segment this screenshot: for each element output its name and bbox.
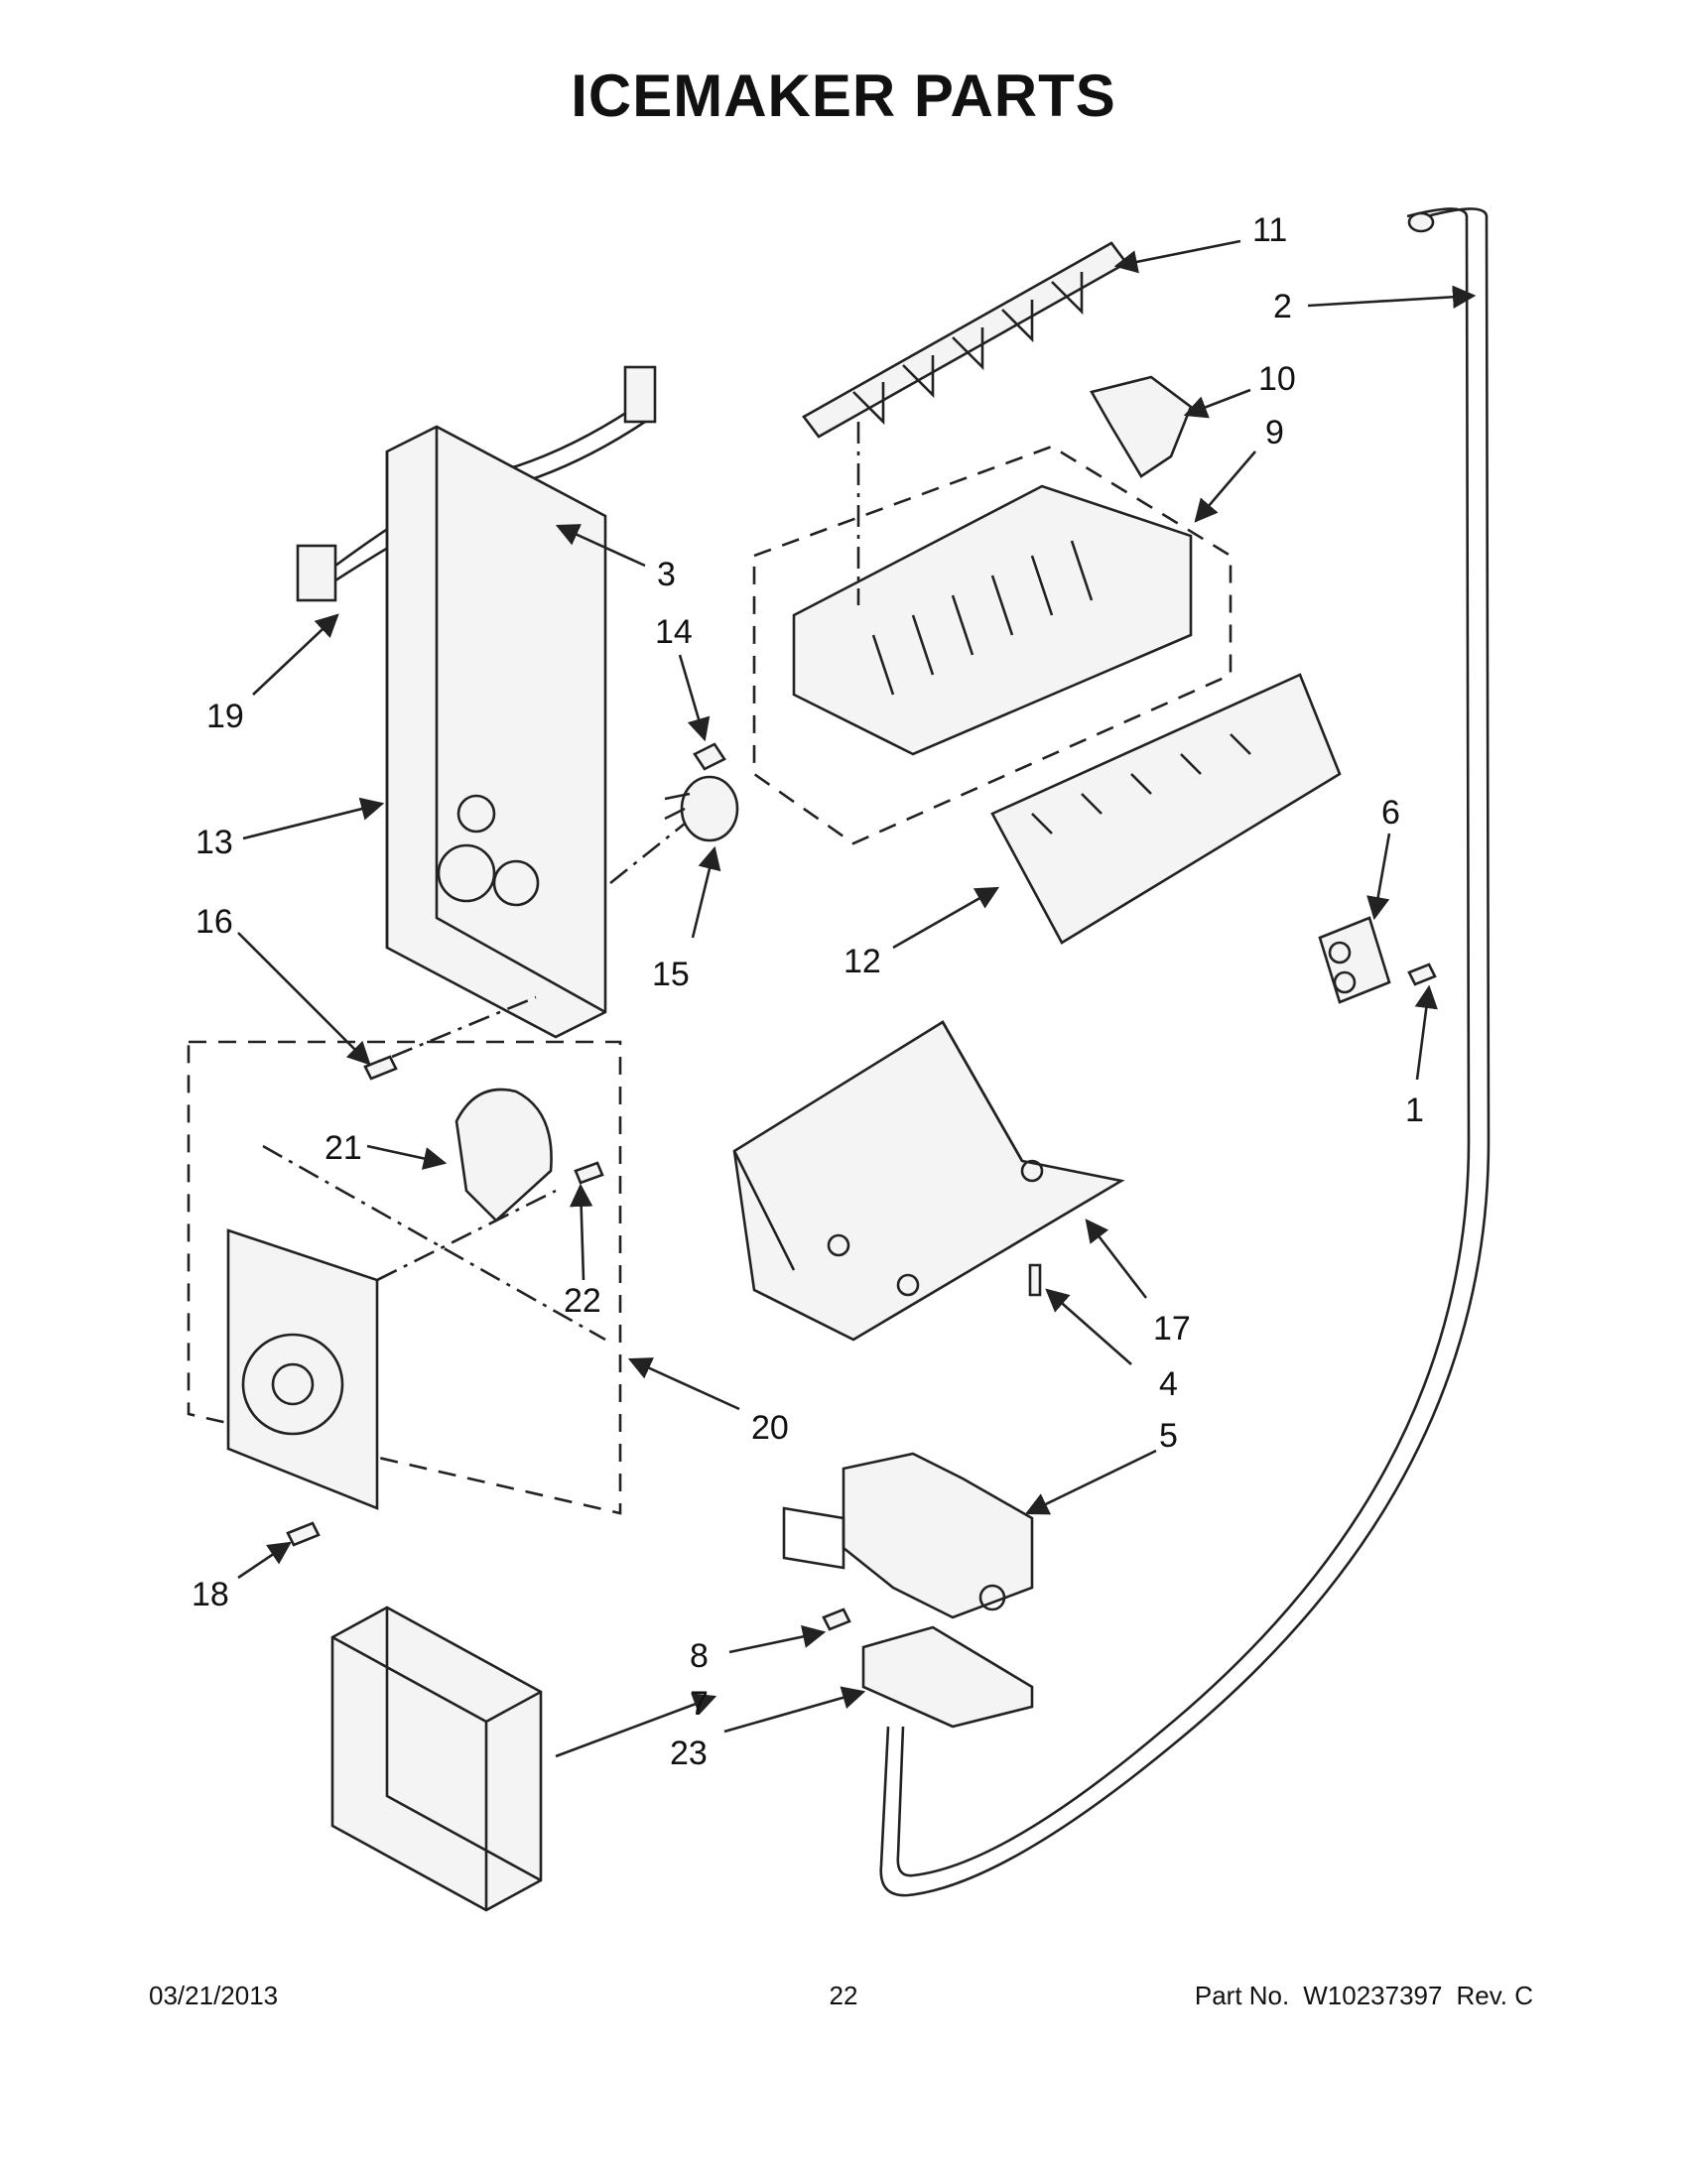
callout-1: 1 (1405, 1092, 1424, 1129)
ejector-part (802, 241, 1128, 439)
callout-21: 21 (324, 1129, 362, 1167)
callout-17: 17 (1153, 1310, 1191, 1348)
callout-10: 10 (1258, 360, 1296, 398)
callout-3: 3 (657, 556, 676, 593)
cover-part (990, 673, 1342, 945)
screw-4-part (1028, 1263, 1042, 1297)
bin-cover-part (330, 1606, 543, 1912)
callout-15: 15 (652, 956, 690, 993)
footer-date: 03/21/2013 (149, 1981, 279, 2010)
screw-18-part (286, 1521, 321, 1547)
module-housing-part (385, 425, 607, 1039)
footer-page-number: 22 (829, 1981, 858, 2010)
callout-2: 2 (1273, 288, 1292, 325)
footer-part-info: Part No. W10237397 Rev. C (1195, 1981, 1533, 2011)
callout-16: 16 (195, 903, 233, 941)
callout-12: 12 (844, 943, 881, 980)
water-valve-part (782, 1452, 1034, 1619)
screw-1-part (1407, 963, 1437, 986)
callout-14: 14 (655, 613, 693, 651)
callout-labels: 11 2 10 9 3 14 19 13 15 12 6 1 16 21 22 … (192, 211, 1424, 1772)
footer-part-number: W10237397 (1303, 1981, 1443, 2010)
thermostat-clip-part (693, 742, 726, 771)
bracket-part (1318, 916, 1391, 1004)
footer-part-label: Part No. (1194, 1981, 1290, 2010)
thermostat-part (609, 775, 739, 885)
screw-22-part (574, 1161, 604, 1185)
page-title: ICEMAKER PARTS (571, 63, 1116, 129)
callout-23: 23 (670, 1734, 708, 1772)
callout-6: 6 (1381, 794, 1400, 832)
callout-20: 20 (751, 1409, 789, 1447)
fill-cup-part (1090, 375, 1193, 478)
callout-9: 9 (1265, 414, 1284, 451)
screw-16-part (363, 995, 537, 1081)
callout-7: 7 (690, 1685, 709, 1723)
footer-revision: Rev. C (1456, 1981, 1533, 2010)
module-assembly-part (187, 1040, 622, 1515)
mold-and-heater-part (752, 422, 1233, 845)
screw-8-part (822, 1607, 851, 1631)
bin-tray-part (732, 1020, 1125, 1342)
callout-19: 19 (206, 698, 244, 735)
callout-18: 18 (192, 1576, 229, 1613)
valve-bracket-part (861, 1625, 1034, 1729)
leader-lines (237, 239, 1477, 1758)
callout-4: 4 (1159, 1365, 1178, 1403)
callout-11: 11 (1252, 211, 1287, 249)
callout-22: 22 (564, 1282, 601, 1320)
callout-8: 8 (690, 1637, 709, 1675)
callout-13: 13 (195, 824, 233, 861)
motor-part (454, 1088, 553, 1222)
callout-5: 5 (1159, 1417, 1178, 1455)
fill-tube-part (879, 207, 1491, 1897)
